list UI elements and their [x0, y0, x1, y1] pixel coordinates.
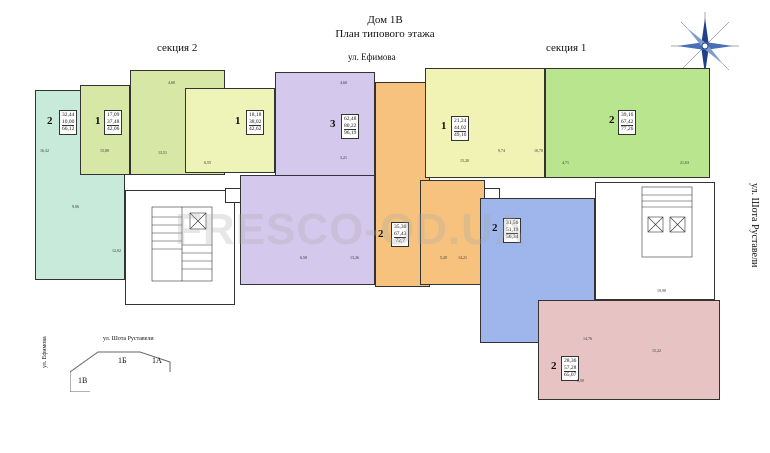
apartment-9[interactable] — [538, 300, 720, 400]
rooms-count-a3: 1 — [235, 115, 241, 127]
key-plan-block-1v: 1В — [78, 376, 88, 385]
rooms-count-a6: 2 — [492, 222, 498, 234]
key-plan-street-top: ул. Шота Руставели — [103, 336, 154, 342]
key-plan-block-1b: 1Б — [118, 356, 127, 365]
rooms-count-a1: 2 — [47, 115, 53, 127]
section-label-left: секция 2 — [157, 42, 198, 54]
room-dim: 12,02 — [112, 248, 121, 253]
apartment-4-lower — [240, 175, 375, 285]
plan-title: Дом 1В — [367, 14, 403, 26]
stairs-icon — [151, 206, 213, 282]
room-dim: 9,06 — [72, 204, 79, 209]
room-dim: 21,63 — [680, 160, 689, 165]
rooms-count-a9: 2 — [551, 360, 557, 372]
stairwell-left — [125, 190, 235, 305]
room-dim: 6,58 — [300, 255, 307, 260]
room-dim: 4,60 — [168, 80, 175, 85]
watermark: FRESCO-OD.UA — [175, 205, 527, 254]
room-dim: 19,98 — [657, 288, 666, 293]
room-dim: 10,70 — [534, 148, 543, 153]
key-plan-street-left: ул. Ефимова — [42, 336, 48, 368]
rooms-count-a7: 1 — [441, 120, 447, 132]
room-dim: 6,50 — [577, 378, 584, 383]
rooms-count-a8: 2 — [609, 114, 615, 126]
room-dim: 5,20 — [440, 255, 447, 260]
room-dim: 13,51 — [158, 150, 167, 155]
room-dim: 15,22 — [652, 348, 661, 353]
street-label-right: ул. Шота Руставели — [749, 183, 760, 268]
room-dim: 4,71 — [562, 160, 569, 165]
key-plan-outline — [70, 351, 171, 392]
room-dim: 9,74 — [498, 148, 505, 153]
room-dim: 15,80 — [100, 148, 109, 153]
section-label-right: секция 1 — [546, 42, 587, 54]
room-dim: 15,20 — [460, 158, 469, 163]
stairs-icon-right — [641, 186, 693, 258]
room-dim: 13,26 — [350, 255, 359, 260]
key-plan: ул. Шота Руставели ул. Ефимова 1Б 1А 1В — [40, 336, 180, 396]
room-dim: 3,21 — [340, 155, 347, 160]
street-label-top: ул. Ефимова — [348, 52, 396, 62]
room-dim: 14,76 — [583, 336, 592, 341]
stairwell-right — [595, 182, 715, 300]
rooms-count-a4: 3 — [330, 118, 336, 130]
room-dim: 16,32 — [40, 148, 49, 153]
room-dim: 4,60 — [340, 80, 347, 85]
key-plan-block-1a: 1А — [152, 356, 162, 365]
apartment-4[interactable] — [275, 72, 375, 177]
plan-subtitle: План типового этажа — [335, 28, 435, 40]
room-dim: 6,55 — [204, 160, 211, 165]
room-dim: 14,21 — [458, 255, 467, 260]
compass-rose-icon — [671, 12, 739, 80]
rooms-count-a2: 1 — [95, 115, 101, 127]
rooms-count-a5: 2 — [378, 228, 384, 240]
apartment-7[interactable] — [425, 68, 545, 178]
